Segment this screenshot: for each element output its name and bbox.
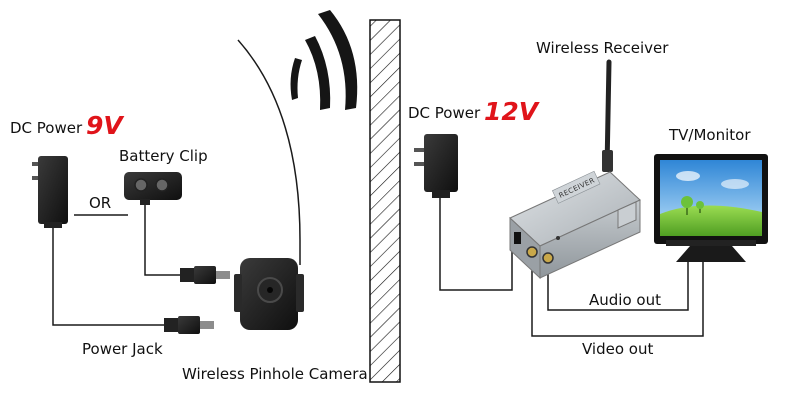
battery-clip [124,172,182,205]
tv-monitor-label: TV/Monitor [669,126,751,144]
wires-right [439,198,704,337]
dc-adapter-12v [414,134,458,198]
pinhole-camera [234,258,304,330]
wires-left [52,39,301,326]
audio-out-label: Audio out [589,291,661,309]
power-jack-label: Power Jack [82,340,163,358]
wireless-receiver: RECEIVER [509,59,641,280]
camera-label: Wireless Pinhole Camera [182,365,368,383]
or-label: OR [89,194,112,212]
camera-plug [180,266,230,284]
wireless-signal-icon [290,10,358,110]
dc-adapter-9v [32,156,68,228]
tv-monitor [654,154,768,262]
dc-power-right-label: DC Power [408,104,481,122]
wall [369,19,401,383]
voltage-9v-label: 9V [86,111,123,140]
power-jack [164,316,214,334]
wireless-receiver-label: Wireless Receiver [536,39,669,57]
voltage-12v-label: 12V [484,97,539,126]
video-out-label: Video out [582,340,654,358]
battery-clip-label: Battery Clip [119,147,208,165]
dc-power-left-label: DC Power [10,119,83,137]
